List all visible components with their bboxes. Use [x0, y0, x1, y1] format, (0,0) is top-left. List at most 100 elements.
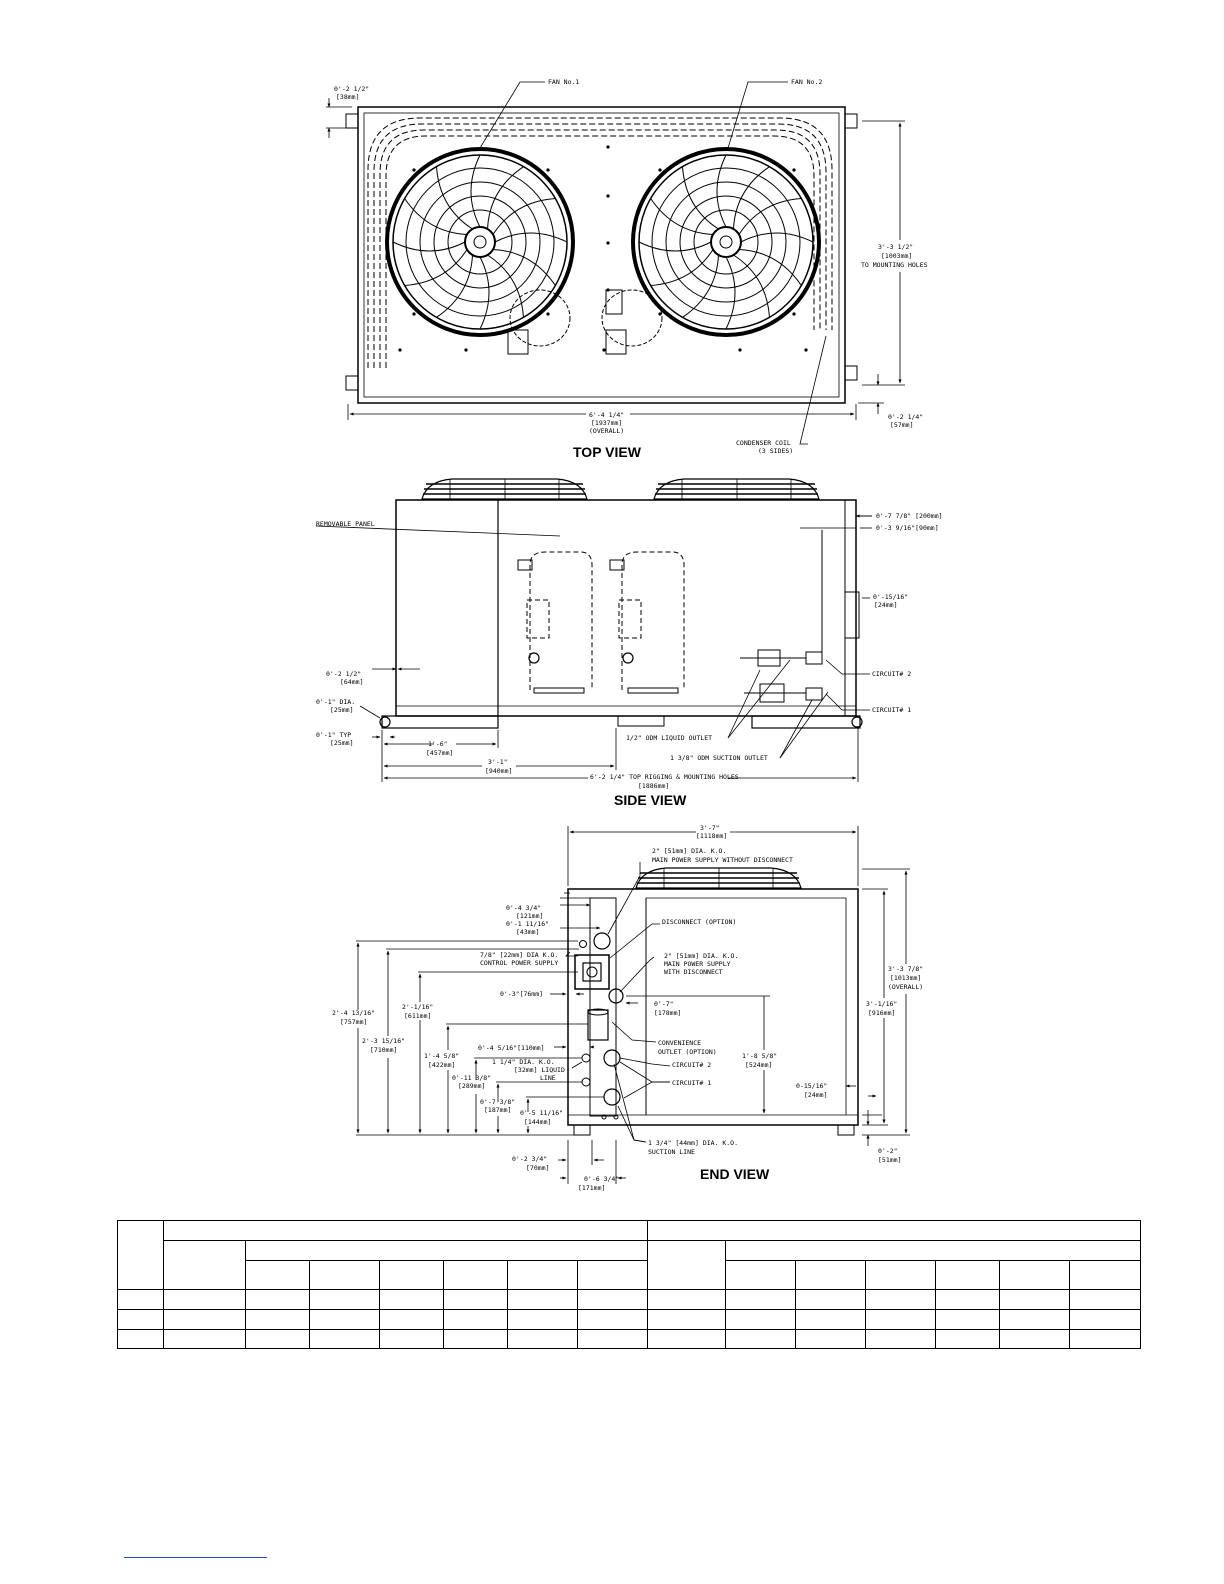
end-view [356, 826, 910, 1184]
table-cell [647, 1219, 1142, 1242]
svg-text:[289mm]: [289mm] [458, 1082, 485, 1090]
dim-1886: 6'-2 1/4" TOP RIGGING & MOUNTING HOLES [590, 773, 739, 781]
side-view-labels: REMOVABLE PANEL 0'-7 7/8" [200mm] 0'-3 9… [316, 512, 943, 808]
dim-200: 0'-7 7/8" [200mm] [876, 512, 943, 520]
dim-457: 1'-6" [428, 740, 448, 748]
dim-121: 0'-4 3/4" [506, 904, 541, 912]
table-cell [244, 1240, 649, 1262]
table-row [117, 1219, 1142, 1290]
svg-text:[38mm]: [38mm] [336, 93, 359, 101]
dim-144: 0'-5 11/16" [520, 1109, 563, 1117]
svg-text:OUTLET (OPTION): OUTLET (OPTION) [658, 1048, 717, 1056]
svg-text:[24mm]: [24mm] [874, 601, 897, 609]
svg-text:[171mm]: [171mm] [578, 1184, 605, 1192]
dim-940: 3'-1" [488, 758, 508, 766]
svg-text:[51mm]: [51mm] [878, 1156, 901, 1164]
svg-text:[32mm] LIQUID: [32mm] LIQUID [514, 1066, 565, 1074]
svg-text:[524mm]: [524mm] [745, 1061, 772, 1069]
svg-text:[710mm]: [710mm] [370, 1046, 397, 1054]
coil-label: CONDENSER COIL [736, 439, 791, 447]
svg-text:TO MOUNTING HOLES: TO MOUNTING HOLES [861, 261, 928, 269]
dim-64: 0'-2 1/2" [326, 670, 361, 678]
table-row [118, 1260, 1142, 1290]
circuit2-label: CIRCUIT# 2 [872, 670, 911, 678]
svg-text:WITH DISCONNECT: WITH DISCONNECT [664, 968, 723, 976]
side-view [315, 478, 872, 782]
ko-main-no-disc: 2" [51mm] DIA. K.O. [652, 847, 726, 855]
svg-text:[25mm]: [25mm] [330, 706, 353, 714]
dim-70: 0'-2 3/4" [512, 1155, 547, 1163]
svg-text:[757mm]: [757mm] [340, 1018, 367, 1026]
svg-text:[611mm]: [611mm] [404, 1012, 431, 1020]
svg-text:[1937mm]: [1937mm] [591, 419, 622, 427]
svg-text:[422mm]: [422mm] [428, 1061, 455, 1069]
footnote-rule [124, 1557, 267, 1558]
dim-top-left: 0'-2 1/2" [334, 85, 369, 93]
svg-text:[187mm]: [187mm] [484, 1106, 511, 1114]
ko-liquid: 1 1/4" DIA. K.O. [492, 1058, 555, 1066]
dim-end-24: 0-15/16" [796, 1082, 827, 1090]
svg-text:[1118mm]: [1118mm] [696, 832, 727, 840]
ko-control: 7/8" [22mm] DIA K.O. [480, 951, 558, 959]
dim-187: 0'-7 3/8" [480, 1098, 515, 1106]
table-cell [117, 1220, 164, 1290]
svg-text:[144mm]: [144mm] [524, 1118, 551, 1126]
circuit1-label: CIRCUIT# 1 [872, 706, 911, 714]
table-cell [647, 1240, 727, 1290]
dim-typ: 0'-1" TYP [316, 731, 351, 739]
svg-text:MAIN POWER SUPPLY: MAIN POWER SUPPLY [664, 960, 731, 968]
ko-main-disc: 2" [51mm] DIA. K.O. [664, 952, 738, 960]
svg-text:MAIN POWER SUPPLY WITHOUT DISC: MAIN POWER SUPPLY WITHOUT DISCONNECT [652, 856, 793, 864]
svg-text:[57mm]: [57mm] [890, 421, 913, 429]
dim-757: 2'-4 13/16" [332, 1009, 375, 1017]
fan2-label: FAN No.2 [791, 78, 822, 86]
dim-76: 0'-3"[76mm] [500, 990, 543, 998]
svg-text:(3 SIDES): (3 SIDES) [758, 447, 793, 455]
dim-1013: 3'-3 7/8" [888, 965, 923, 973]
top-view-title: TOP VIEW [573, 444, 642, 460]
svg-text:CONTROL POWER SUPPLY: CONTROL POWER SUPPLY [480, 959, 558, 967]
ko-suction: 1 3/4" [44mm] DIA. K.O. [648, 1139, 738, 1147]
convenience-label: CONVENIENCE [658, 1039, 701, 1047]
top-view [326, 81, 905, 445]
side-view-title: SIDE VIEW [614, 792, 687, 808]
dim-51: 0'-2" [878, 1147, 898, 1155]
end-view-labels: 3'-7" [1118mm] 2" [51mm] DIA. K.O. MAIN … [332, 824, 923, 1192]
dim-171: 0'-6 3/4" [584, 1175, 619, 1183]
fan1-label: FAN No.1 [548, 78, 579, 86]
removable-panel-label: REMOVABLE PANEL [316, 520, 375, 528]
dim-289: 0'-11 3/8" [452, 1074, 491, 1082]
svg-text:[64mm]: [64mm] [340, 678, 363, 686]
svg-text:[1003mm]: [1003mm] [881, 252, 912, 260]
svg-text:[916mm]: [916mm] [868, 1009, 895, 1017]
table-row [117, 1308, 1142, 1330]
end-circuit1-label: CIRCUIT# 1 [672, 1079, 711, 1087]
dim-178: 0'-7" [654, 1000, 674, 1008]
table-row [117, 1328, 1142, 1350]
svg-text:[121mm]: [121mm] [516, 912, 543, 920]
svg-text:(OVERALL): (OVERALL) [888, 983, 923, 991]
suction-outlet-label: 1 3/8" ODM SUCTION OUTLET [670, 754, 768, 762]
dim-524: 1'-8 5/8" [742, 1052, 777, 1060]
svg-text:[1013mm]: [1013mm] [890, 974, 921, 982]
dim-mounting: 3'-3 1/2" [878, 243, 913, 251]
dim-24: 0'-15/16" [873, 593, 908, 601]
svg-text:[178mm]: [178mm] [654, 1009, 681, 1017]
svg-text:(OVERALL): (OVERALL) [589, 427, 624, 435]
table-cell [162, 1219, 649, 1242]
table-row [117, 1288, 1142, 1310]
dim-710: 2'-3 15/16" [362, 1037, 405, 1045]
svg-text:LINE: LINE [540, 1074, 556, 1082]
svg-text:SUCTION LINE: SUCTION LINE [648, 1148, 695, 1156]
svg-text:[43mm]: [43mm] [516, 928, 539, 936]
dim-overall: 6'-4 1/4" [589, 411, 624, 419]
liquid-outlet-label: 1/2" ODM LIQUID OUTLET [626, 734, 712, 742]
table-cell [725, 1240, 1142, 1262]
dim-422: 1'-4 5/8" [424, 1052, 459, 1060]
dim-611: 2'-1/16" [402, 1003, 433, 1011]
dim-916: 3'-1/16" [866, 1000, 897, 1008]
dim-bottom-right: 0'-2 1/4" [888, 413, 923, 421]
svg-text:[25mm]: [25mm] [330, 739, 353, 747]
svg-text:[940mm]: [940mm] [485, 767, 512, 775]
svg-text:[1886mm]: [1886mm] [638, 782, 669, 790]
